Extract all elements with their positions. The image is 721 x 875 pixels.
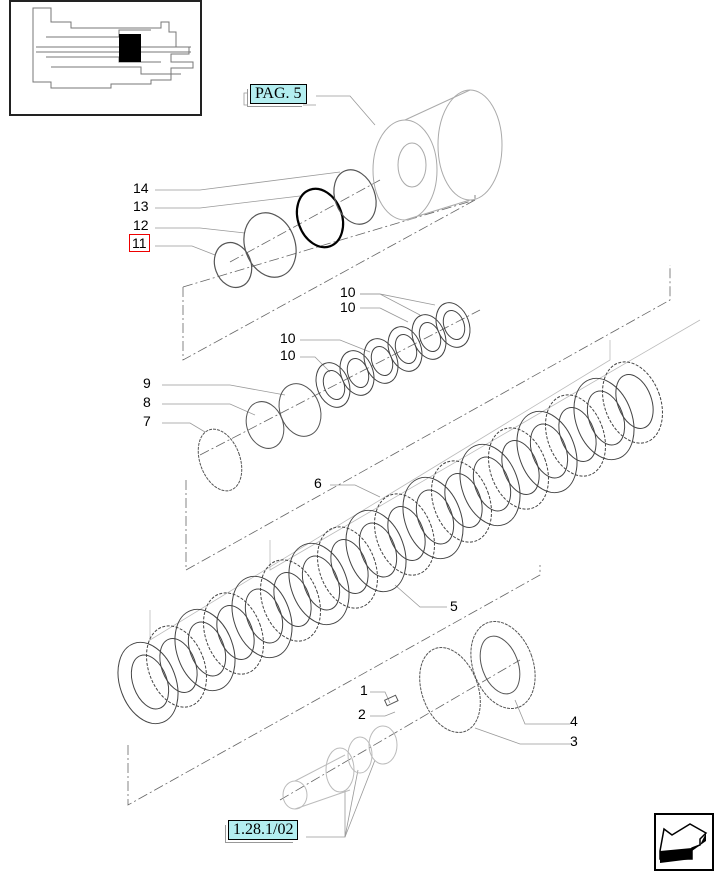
- spring-washer: [339, 350, 375, 396]
- back-navigation-button[interactable]: [654, 813, 714, 871]
- friction-disc: [345, 509, 407, 593]
- plate-inner-edge: [558, 407, 597, 462]
- callout-10[interactable]: 10: [340, 284, 356, 300]
- drum-part: [372, 89, 503, 221]
- leader-lines: [155, 92, 570, 838]
- steel-plate: [203, 592, 264, 675]
- steel-plate: [602, 361, 663, 444]
- plate-inner-edge: [187, 621, 227, 677]
- plate-inner-edge: [358, 522, 398, 578]
- rings-upper: [213, 169, 377, 289]
- callout-9[interactable]: 9: [143, 375, 151, 391]
- plate-inner-edge: [387, 506, 426, 561]
- section-1-28-1-02-reference-link[interactable]: 1.28.1/02: [228, 820, 299, 840]
- friction-disc: [459, 443, 521, 527]
- plate-inner-edge: [216, 605, 255, 660]
- callout-10[interactable]: 10: [280, 347, 296, 363]
- plate-inner-edge: [501, 440, 540, 495]
- plate-inner-edge: [330, 539, 369, 594]
- callout-6[interactable]: 6: [314, 475, 322, 491]
- callout-2[interactable]: 2: [358, 706, 366, 722]
- plate-inner-edge: [301, 555, 341, 611]
- callout-7[interactable]: 7: [143, 413, 151, 429]
- spring-washer: [411, 314, 447, 360]
- plate-inner-edge: [586, 390, 626, 446]
- arrow-back-icon: [659, 823, 708, 863]
- callout-12[interactable]: 12: [133, 217, 149, 233]
- friction-disc: [516, 410, 578, 494]
- plate-inner-edge: [615, 374, 654, 429]
- steel-plate: [260, 559, 321, 642]
- transmission-overview-icon: [32, 7, 194, 89]
- plate-inner-edge: [444, 473, 483, 528]
- plate-inner-edge: [244, 588, 284, 644]
- plate-inner-edge: [130, 654, 170, 710]
- steel-plate: [317, 526, 378, 609]
- callout-3[interactable]: 3: [570, 733, 578, 749]
- transmission-overview-thumbnail[interactable]: [9, 0, 202, 116]
- plate-inner-edge: [472, 456, 512, 512]
- axis-lines: [127, 179, 671, 806]
- plate-inner-edge: [273, 572, 312, 627]
- plate-inner-edge: [529, 423, 569, 479]
- lower-parts: [197, 383, 536, 733]
- shaft-part: [282, 725, 398, 810]
- callout-10[interactable]: 10: [340, 299, 356, 315]
- plate-inner-edge: [159, 638, 198, 693]
- steel-plate: [431, 460, 492, 543]
- spring-washer: [363, 338, 399, 384]
- callout-5[interactable]: 5: [450, 598, 458, 614]
- friction-disc: [231, 575, 293, 659]
- spring-washer: [315, 362, 351, 408]
- callout-13[interactable]: 13: [133, 198, 149, 214]
- spring-washer: [435, 302, 471, 348]
- steel-plate: [146, 625, 207, 708]
- friction-disc: [402, 476, 464, 560]
- callout-8[interactable]: 8: [143, 394, 151, 410]
- steel-plate: [374, 493, 435, 576]
- steel-plate: [488, 427, 549, 510]
- spring-washer: [387, 326, 423, 372]
- washer-inner-edge: [442, 309, 466, 341]
- plate-inner-edge: [415, 489, 455, 545]
- page-5-reference-link[interactable]: PAG. 5: [250, 84, 307, 104]
- callout-11-selected[interactable]: 11: [129, 234, 150, 252]
- callout-10[interactable]: 10: [280, 330, 296, 346]
- friction-disc: [174, 608, 236, 692]
- friction-disc: [117, 641, 179, 725]
- clutch-plates: [117, 302, 663, 725]
- friction-disc: [573, 377, 635, 461]
- steel-plate: [545, 394, 606, 477]
- callout-14[interactable]: 14: [133, 180, 149, 196]
- group-brackets: [149, 319, 701, 641]
- callout-1[interactable]: 1: [360, 682, 368, 698]
- callout-4[interactable]: 4: [570, 713, 578, 729]
- friction-disc: [288, 542, 350, 626]
